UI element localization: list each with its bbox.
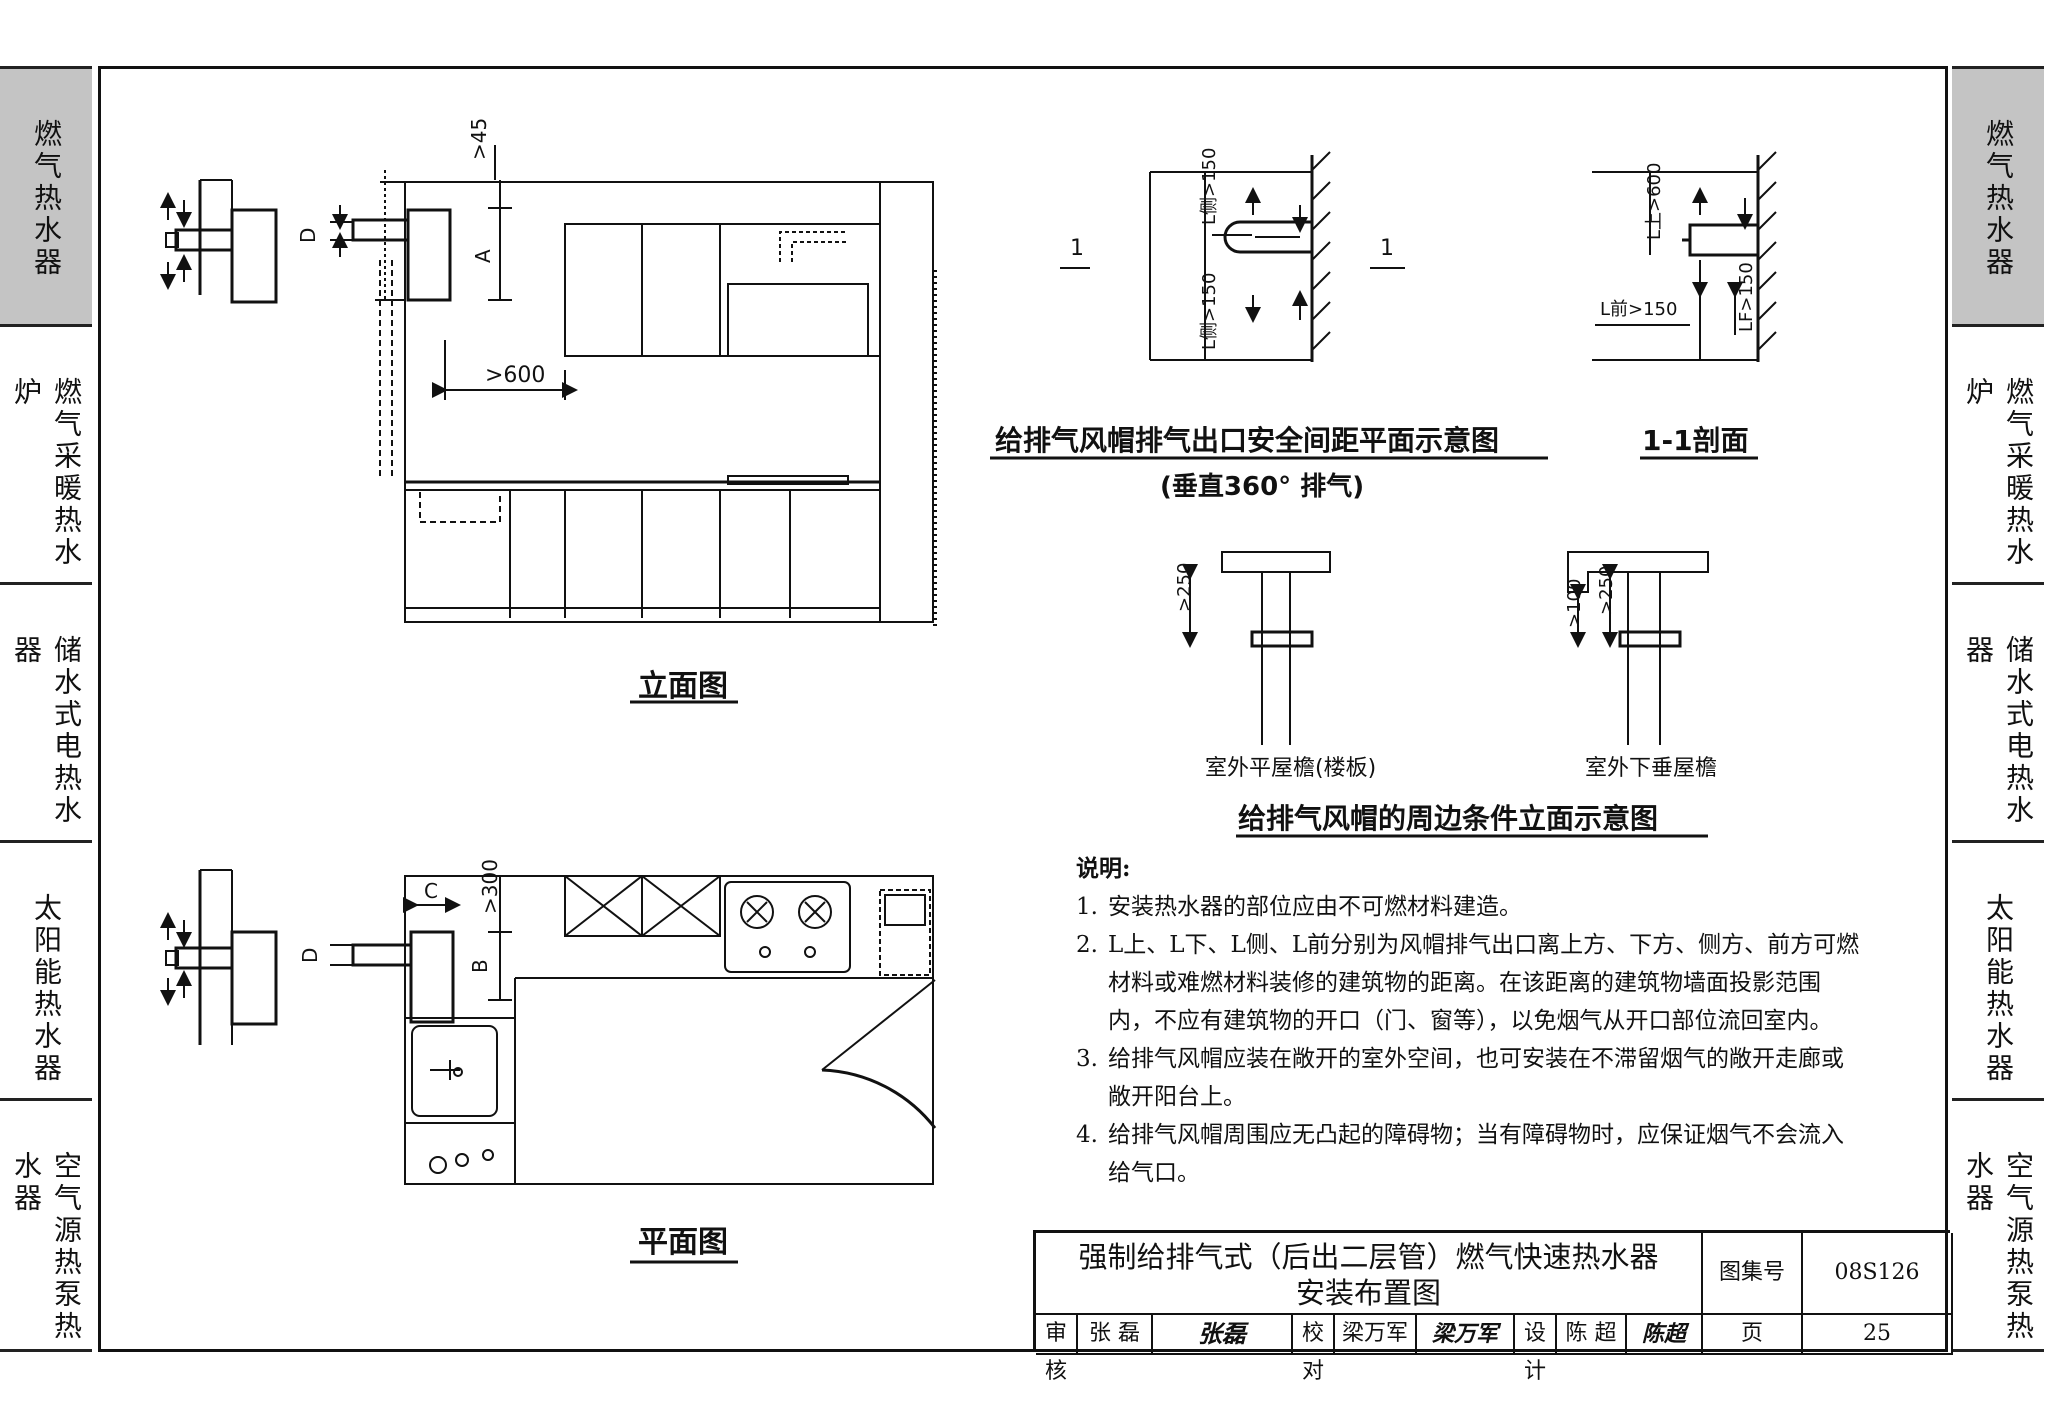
note-item: 2. L上、L下、L侧、L前分别为风帽排气出口离上方、下方、侧方、前方可燃材料或难… <box>1076 926 1866 1040</box>
elevation-dim-600: >600 <box>485 363 545 388</box>
atlas-label: 图集号 <box>1703 1233 1803 1315</box>
check-signature-text: 梁万军 <box>1431 1321 1498 1347</box>
caption-drop-eave: 室外下垂屋檐 <box>1585 756 1717 781</box>
safety-dim-side-bottom: L侧>150 <box>1199 273 1220 350</box>
plan-kitchen <box>330 875 937 1185</box>
tab-label: 太阳能热水器 <box>30 893 63 1085</box>
surroundings-dim-250-left: >250 <box>1174 563 1195 612</box>
review-signature: 张磊 <box>1153 1315 1293 1355</box>
surroundings-dim-250-right: >250 <box>1596 566 1617 615</box>
section-1-1-title: 1-1剖面 <box>1642 424 1749 457</box>
section-dim-bottom: LF>150 <box>1736 262 1757 332</box>
safety-plan-subtitle: (垂直360° 排气) <box>1160 471 1364 502</box>
review-signature-text: 张磊 <box>1198 1319 1246 1348</box>
page-number: 25 <box>1803 1315 1953 1355</box>
drawing-title-line2: 安装布置图 <box>1295 1276 1441 1310</box>
elevation-title: 立面图 <box>638 669 728 704</box>
tab-label: 燃气热水器 <box>1982 119 2015 279</box>
design-signature-text: 陈超 <box>1641 1321 1686 1347</box>
plan-terminal-detail <box>160 869 278 1045</box>
note-number: 3. <box>1076 1046 1098 1072</box>
section-1-1-schematic <box>1592 151 1777 362</box>
elevation-terminal-detail <box>160 179 278 304</box>
tab-gas-heating-boiler[interactable]: 燃气采暖热水炉 <box>1952 324 2044 584</box>
section-mark-right: 1 <box>1380 236 1394 261</box>
elevation-dim-45: >45 <box>467 118 491 160</box>
tab-solar-heater[interactable]: 太阳能热水器 <box>1952 840 2044 1100</box>
note-text: 安装热水器的部位应由不可燃材料建造。 <box>1108 894 1522 920</box>
right-tab-strip: 燃气热水器 燃气采暖热水炉 储水式电热水器 太阳能热水器 空气源热泵热水器 <box>1952 66 2044 1352</box>
tab-storage-electric-heater[interactable]: 储水式电热水器 <box>1952 582 2044 842</box>
note-text: L上、L下、L侧、L前分别为风帽排气出口离上方、下方、侧方、前方可燃材料或难燃材… <box>1108 932 1860 1034</box>
notes-block: 说明: 1. 安装热水器的部位应由不可燃材料建造。 2. L上、L下、L侧、L前分别… <box>1076 850 1866 1192</box>
design-label: 设计 <box>1515 1315 1557 1384</box>
tab-gas-water-heater[interactable]: 燃气热水器 <box>0 66 92 326</box>
tab-heat-pump-heater[interactable]: 空气源热泵热水器 <box>0 1098 92 1352</box>
note-item: 4. 给排气风帽周围应无凸起的障碍物；当有障碍物时，应保证烟气不会流入给气口。 <box>1076 1116 1866 1192</box>
notes-heading: 说明: <box>1076 855 1131 882</box>
tab-label: 空气源热泵热水器 <box>10 1151 83 1343</box>
check-name: 梁万军 <box>1335 1315 1417 1355</box>
plan-dim-b: B <box>468 959 492 973</box>
page-label: 页 <box>1703 1315 1803 1355</box>
note-number: 2. <box>1076 932 1098 958</box>
drawing-title: 强制给排气式（后出二层管）燃气快速热水器 安装布置图 <box>1036 1233 1703 1315</box>
surroundings-drop-eave <box>1567 551 1709 745</box>
tab-label: 燃气热水器 <box>30 119 63 279</box>
elevation-dim-a: A <box>471 249 495 263</box>
note-item: 1. 安装热水器的部位应由不可燃材料建造。 <box>1076 888 1866 926</box>
tab-solar-heater[interactable]: 太阳能热水器 <box>0 840 92 1100</box>
tab-heat-pump-heater[interactable]: 空气源热泵热水器 <box>1952 1098 2044 1352</box>
tab-gas-heating-boiler[interactable]: 燃气采暖热水炉 <box>0 324 92 584</box>
review-label: 审核 <box>1036 1315 1078 1384</box>
atlas-number: 08S126 <box>1803 1233 1953 1315</box>
tab-label: 燃气采暖热水炉 <box>1962 377 2035 569</box>
tab-label: 储水式电热水器 <box>10 635 83 827</box>
elevation-dim-d: D <box>296 228 320 243</box>
tab-label: 空气源热泵热水器 <box>1962 1151 2035 1343</box>
section-dim-front: L前>150 <box>1600 299 1677 320</box>
drawing-title-line1: 强制给排气式（后出二层管）燃气快速热水器 <box>1078 1240 1659 1274</box>
safety-plan-schematic <box>1060 151 1405 362</box>
surroundings-title: 给排气风帽的周边条件立面示意图 <box>1238 802 1658 835</box>
elevation-terminal-small <box>330 205 452 302</box>
safety-plan-title: 给排气风帽排气出口安全间距平面示意图 <box>995 424 1499 457</box>
left-tab-strip: 燃气热水器 燃气采暖热水炉 储水式电热水器 太阳能热水器 空气源热泵热水器 <box>0 66 92 1352</box>
section-mark-left: 1 <box>1070 236 1084 261</box>
check-label: 校对 <box>1293 1315 1335 1384</box>
plan-title: 平面图 <box>638 1225 728 1260</box>
drawing-frame <box>98 66 1948 1352</box>
section-dim-top: L上>600 <box>1644 163 1665 240</box>
note-text: 给排气风帽周围应无凸起的障碍物；当有障碍物时，应保证烟气不会流入给气口。 <box>1108 1122 1844 1186</box>
note-number: 1. <box>1076 894 1098 920</box>
caption-flat-eave: 室外平屋檐(楼板) <box>1205 756 1376 781</box>
tab-label: 储水式电热水器 <box>1962 635 2035 827</box>
surroundings-dim-100: >100 <box>1564 579 1585 628</box>
tab-label: 燃气采暖热水炉 <box>10 377 83 569</box>
plan-dim-c: C <box>424 879 438 903</box>
note-text: 给排气风帽应装在敞开的室外空间，也可安装在不滞留烟气的敞开走廊或敞开阳台上。 <box>1108 1046 1844 1110</box>
check-signature: 梁万军 <box>1417 1315 1515 1355</box>
review-name: 张 磊 <box>1078 1315 1153 1355</box>
plan-dim-300: >300 <box>478 859 502 914</box>
tab-gas-water-heater[interactable]: 燃气热水器 <box>1952 66 2044 326</box>
design-name: 陈 超 <box>1557 1315 1627 1355</box>
tab-storage-electric-heater[interactable]: 储水式电热水器 <box>0 582 92 842</box>
note-number: 4. <box>1076 1122 1098 1148</box>
note-item: 3. 给排气风帽应装在敞开的室外空间，也可安装在不滞留烟气的敞开走廊或敞开阳台上。 <box>1076 1040 1866 1116</box>
tab-label: 太阳能热水器 <box>1982 893 2015 1085</box>
safety-dim-side-top: L侧>150 <box>1199 148 1220 225</box>
title-block: 强制给排气式（后出二层管）燃气快速热水器 安装布置图 图集号 08S126 审核… <box>1033 1230 1953 1384</box>
surroundings-flat-eave <box>1182 551 1331 745</box>
elevation-kitchen <box>375 145 937 630</box>
plan-dim-d: D <box>298 948 322 963</box>
design-signature: 陈超 <box>1627 1315 1703 1355</box>
